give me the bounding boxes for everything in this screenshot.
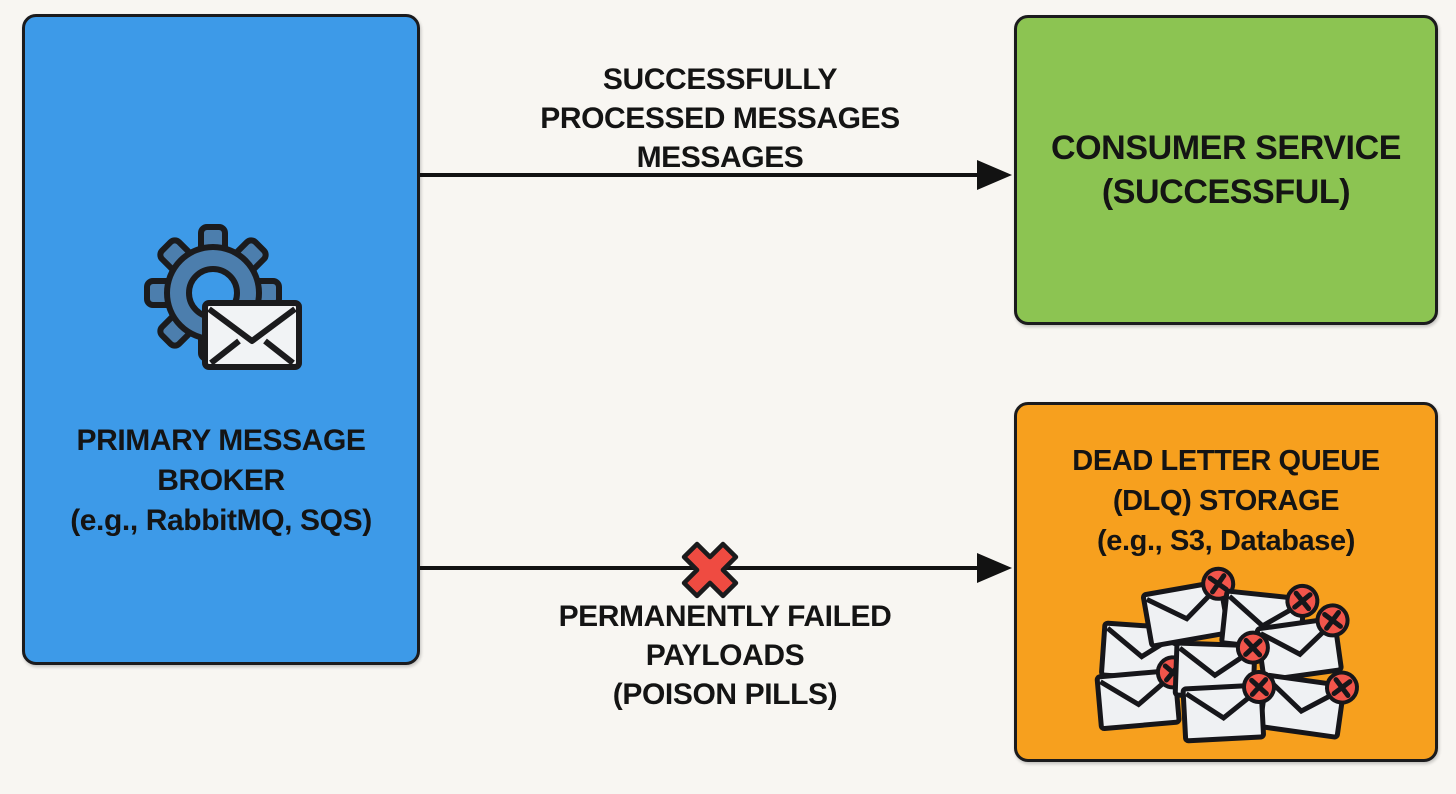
red-x-icon xyxy=(681,541,739,599)
edge-success-label-line: PROCESSED MESSAGES xyxy=(540,102,900,135)
edge-success-label-line: MESSAGES xyxy=(636,141,804,174)
node-primary-message-broker: PRIMARY MESSAGE BROKER (e.g., RabbitMQ, … xyxy=(22,14,420,665)
dlq-title-line: (DLQ) STORAGE xyxy=(1112,485,1340,517)
broker-title-line: BROKER xyxy=(157,464,285,497)
edge-failure-label-line: PERMANENTLY FAILED xyxy=(558,600,892,633)
edge-success-arrow-line xyxy=(420,173,978,177)
node-dead-letter-queue: DEAD LETTER QUEUE (DLQ) STORAGE (e.g., S… xyxy=(1014,402,1438,762)
dlq-title-line: (e.g., S3, Database) xyxy=(1097,525,1355,557)
edge-failure-label: PERMANENTLY FAILED PAYLOADS (POISON PILL… xyxy=(425,597,1025,714)
edge-success-label-line: SUCCESSFULLY xyxy=(602,63,838,96)
broker-title: PRIMARY MESSAGE BROKER (e.g., RabbitMQ, … xyxy=(25,421,417,541)
broker-title-line: (e.g., RabbitMQ, SQS) xyxy=(70,504,372,537)
edge-failure-arrowhead xyxy=(977,553,1012,583)
dlq-title-line: DEAD LETTER QUEUE xyxy=(1072,445,1380,477)
failed-envelopes-icon xyxy=(1085,577,1375,752)
edge-success-label: SUCCESSFULLY PROCESSED MESSAGES MESSAGES xyxy=(420,60,1020,177)
edge-failure-label-line: (POISON PILLS) xyxy=(612,678,838,711)
consumer-title: CONSUMER SERVICE (SUCCESSFUL) xyxy=(1051,126,1401,214)
dlq-title: DEAD LETTER QUEUE (DLQ) STORAGE (e.g., S… xyxy=(1017,441,1435,561)
edge-failure-label-line: PAYLOADS xyxy=(645,639,805,672)
consumer-title-line: (SUCCESSFUL) xyxy=(1101,173,1351,211)
gear-envelope-icon xyxy=(144,224,302,370)
consumer-title-line: CONSUMER SERVICE xyxy=(1050,129,1402,167)
broker-title-line: PRIMARY MESSAGE xyxy=(76,424,366,457)
node-consumer-service: CONSUMER SERVICE (SUCCESSFUL) xyxy=(1014,15,1438,325)
edge-success-arrowhead xyxy=(977,160,1012,190)
